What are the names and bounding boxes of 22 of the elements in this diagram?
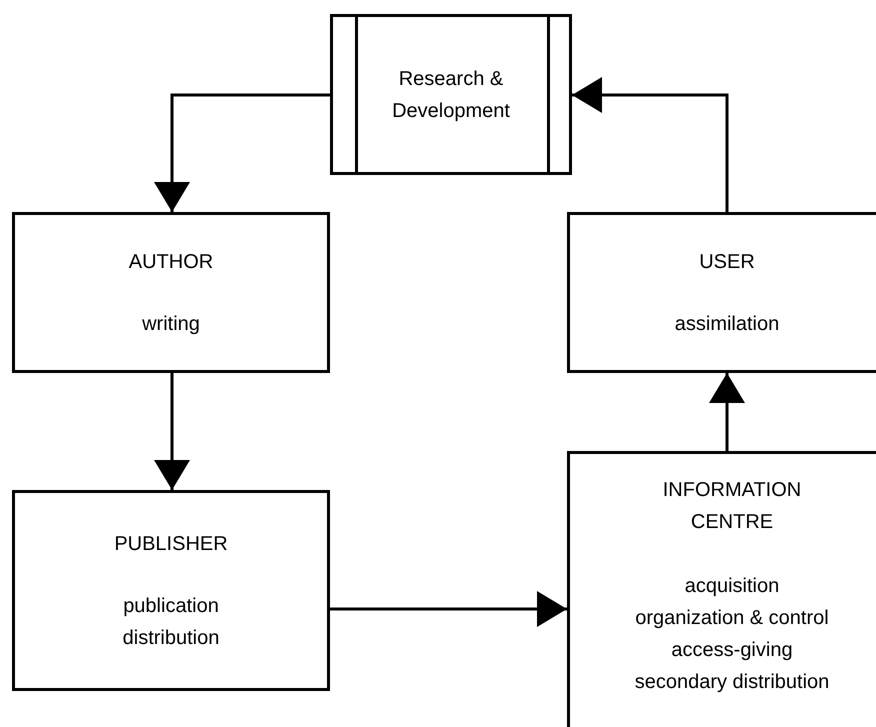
arrow (154, 94, 330, 212)
node-title: INFORMATION CENTRE (662, 478, 802, 535)
process-box (12, 212, 330, 373)
node-text: organization & control (635, 606, 829, 631)
arrow (330, 591, 567, 627)
node-text: assimilation (674, 312, 780, 336)
process-box (12, 490, 330, 691)
arrow (154, 373, 190, 490)
node-text: acquisition (684, 574, 780, 599)
arrow (572, 77, 728, 212)
node-title: AUTHOR (128, 250, 214, 274)
process-box (567, 212, 876, 373)
node-title: Research & Development (392, 66, 510, 124)
node-text: secondary distribution (634, 670, 830, 695)
node-title: USER (699, 250, 755, 274)
node-title: PUBLISHER (114, 532, 228, 556)
arrow (709, 373, 745, 451)
node-text: access-giving (671, 638, 793, 663)
node-text: writing (142, 312, 200, 336)
process-box (567, 451, 876, 727)
node-text: publication distribution (122, 594, 220, 650)
predefined-process-box (330, 14, 572, 175)
